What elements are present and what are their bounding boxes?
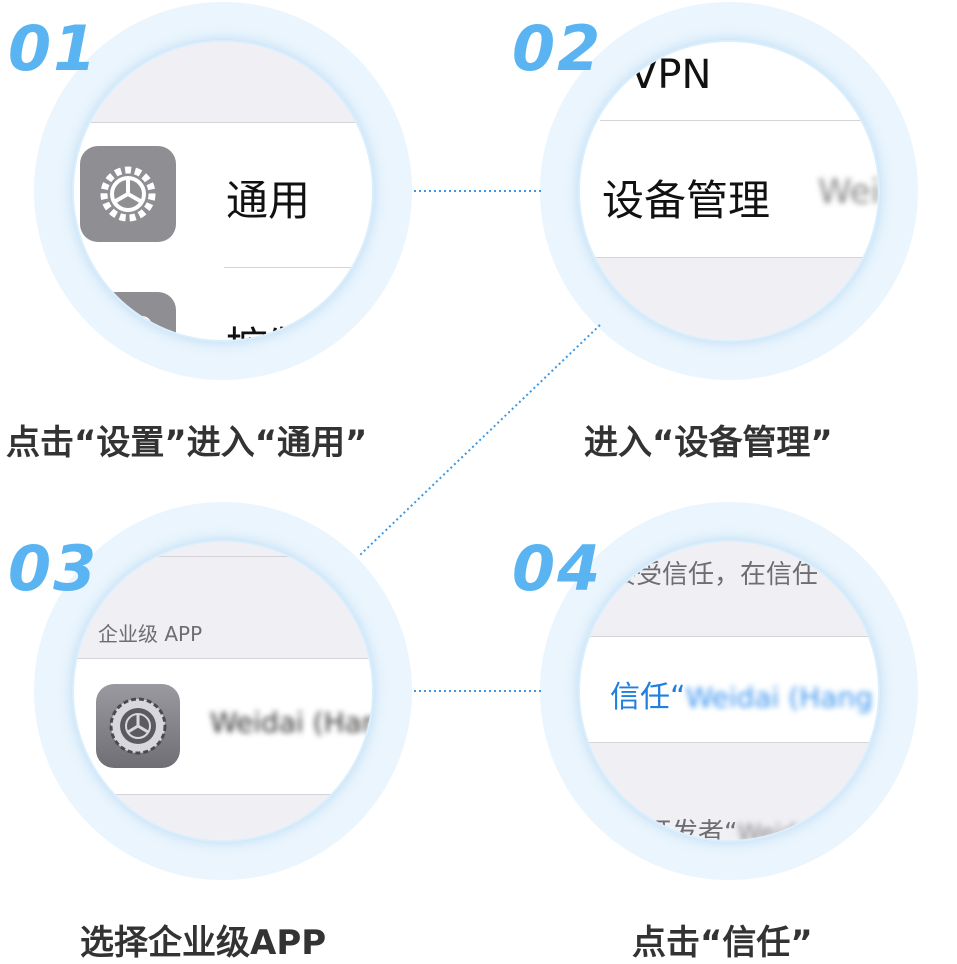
developer-footer-text: 自开发者“Weid (620, 812, 796, 840)
step-4-caption: 点击“信任” (632, 923, 813, 963)
device-management-detail: Weidai (818, 172, 878, 212)
step-2-caption: 进入“设备管理” (584, 423, 833, 463)
trust-label: 信任“ (610, 680, 686, 715)
step-2-screen: VPN 设备管理 Weidai (580, 42, 878, 340)
step-1-caption: 点击“设置”进入“通用” (6, 423, 368, 463)
developer-footer-label: 自开发者“ (620, 818, 738, 840)
step-1-screen: 通用 控制 (74, 42, 372, 340)
step-2-magnifier: VPN 设备管理 Weidai (540, 2, 918, 380)
step-4-number: 04 (512, 532, 603, 605)
step-1-number: 01 (8, 12, 99, 85)
general-row-label[interactable]: 通用 (226, 176, 311, 225)
step-3-magnifier: 企业级 APP Weidai (Hang (34, 502, 412, 880)
enterprise-app-section-header: 企业级 APP (98, 622, 203, 646)
step-2-number: 02 (512, 12, 603, 85)
step-4-screen: 接受信任，在信任 信任“Weidai (Hang 自开发者“Weid (580, 542, 878, 840)
step-3-caption: 选择企业级APP (80, 923, 327, 963)
gear-icon[interactable] (80, 146, 176, 242)
step-3-number: 03 (8, 532, 99, 605)
step-1-magnifier: 通用 控制 (34, 2, 412, 380)
device-management-row-label[interactable]: 设备管理 (602, 176, 771, 225)
settings-gear-icon[interactable] (96, 684, 180, 768)
developer-footer-name: Weid (737, 819, 797, 840)
control-center-icon[interactable] (80, 292, 176, 340)
control-row-label[interactable]: 控制 (226, 314, 310, 340)
step-3-screen: 企业级 APP Weidai (Hang (74, 542, 372, 840)
trust-description-text: 接受信任，在信任 (610, 560, 819, 590)
step-4-magnifier: 接受信任，在信任 信任“Weidai (Hang 自开发者“Weid (540, 502, 918, 880)
trust-button[interactable]: 信任“Weidai (Hang (610, 672, 873, 716)
enterprise-app-row-label[interactable]: Weidai (Hang (210, 706, 372, 739)
trust-developer-name: Weidai (Hang (685, 681, 873, 714)
vpn-row-label[interactable]: VPN (630, 52, 712, 98)
